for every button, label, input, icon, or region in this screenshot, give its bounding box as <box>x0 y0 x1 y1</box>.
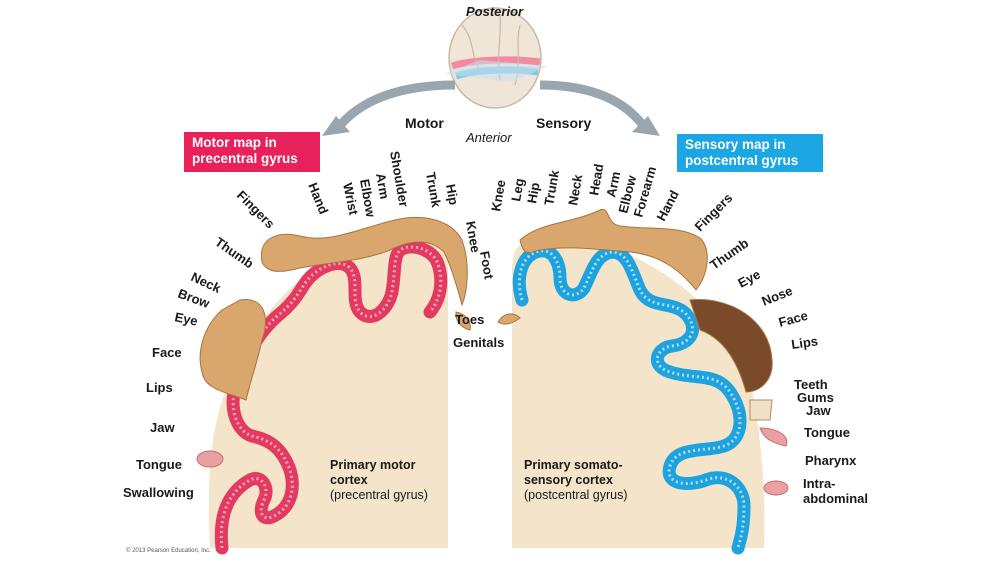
sensory-label-face: Face <box>777 308 810 330</box>
sensory-label-nose: Nose <box>760 283 795 309</box>
motor-label-elbow: Elbow <box>357 178 379 219</box>
label-posterior: Posterior <box>466 4 524 19</box>
motor-label-hip: Hip <box>443 183 461 206</box>
sensory-label-intra: Intra- <box>803 476 836 491</box>
sensory-label-hand: Hand <box>653 188 682 224</box>
sensory-cortex-title-line2: sensory cortex <box>524 473 613 487</box>
sensory-label-fingers: Fingers <box>692 190 736 234</box>
motor-label-face: Face <box>152 345 182 360</box>
motor-arrow <box>334 80 456 131</box>
sensory-label-tongue: Tongue <box>804 425 850 440</box>
motor-label-trunk: Trunk <box>423 171 444 209</box>
sensory-map-title: Sensory map in postcentral gyrus <box>677 134 823 172</box>
sensory-cortex-title-line1: Primary somato- <box>524 458 623 472</box>
sensory-label-lips: Lips <box>790 333 819 352</box>
sensory-label-hip: Hip <box>524 181 542 204</box>
motor-label-lips: Lips <box>146 380 173 395</box>
sensory-homunculus <box>497 208 789 496</box>
sensory-cortex-subtitle: (postcentral gyrus) <box>524 488 628 502</box>
motor-label-genitals: Genitals <box>453 335 504 350</box>
motor-map-title-line2: precentral gyrus <box>192 151 298 166</box>
sensory-label-head: Head <box>586 163 606 197</box>
motor-arrow-head <box>322 116 350 136</box>
copyright-notice: © 2013 Pearson Education, Inc. <box>126 548 211 554</box>
sensory-label-teeth: Teeth <box>794 377 828 392</box>
motor-label-eye: Eye <box>173 309 199 328</box>
motor-label-hand: Hand <box>305 181 331 217</box>
motor-homunculus <box>196 217 471 468</box>
sensory-label-arm: Arm <box>603 170 623 199</box>
sensory-label-abdominal: abdominal <box>803 491 868 506</box>
sensory-map-title-line1: Sensory map in <box>685 137 786 152</box>
sensory-label-gums: Gums <box>797 390 834 405</box>
sensory-arrow <box>539 80 649 131</box>
sensory-arrow-head <box>632 116 660 136</box>
motor-label-knee: Knee <box>463 220 483 254</box>
motor-cortex-title-line2: cortex <box>330 473 368 487</box>
motor-label-toes: Toes <box>455 312 484 327</box>
sensory-map-title-line2: postcentral gyrus <box>685 153 799 168</box>
label-anterior: Anterior <box>465 130 512 145</box>
primary-motor-cortex-label: Primary motor cortex (precentral gyrus) <box>330 458 450 503</box>
motor-label-jaw: Jaw <box>150 420 175 435</box>
sensory-label-thumb: Thumb <box>707 235 751 272</box>
motor-cortex-title-line1: Primary motor <box>330 458 416 472</box>
motor-label-tongue: Tongue <box>136 457 182 472</box>
motor-label-foot: Foot <box>477 250 497 281</box>
motor-label-thumb: Thumb <box>212 234 256 271</box>
primary-sensory-cortex-label: Primary somato- sensory cortex (postcent… <box>524 458 654 503</box>
motor-label-arm: Arm <box>373 172 392 200</box>
sensory-label-trunk: Trunk <box>541 168 562 206</box>
label-motor: Motor <box>405 115 444 131</box>
motor-label-swallowing: Swallowing <box>123 485 194 500</box>
motor-label-wrist: Wrist <box>340 182 362 217</box>
motor-label-fingers: Fingers <box>234 188 278 232</box>
sensory-label-eye: Eye <box>735 267 762 291</box>
motor-cortex-subtitle: (precentral gyrus) <box>330 488 428 502</box>
sensory-label-neck: Neck <box>565 173 585 207</box>
sensory-label-pharynx: Pharynx <box>805 453 857 468</box>
sensory-label-knee: Knee <box>488 179 508 213</box>
label-sensory: Sensory <box>536 115 591 131</box>
motor-label-shoulder: Shoulder <box>387 150 412 208</box>
sensory-label-jaw: Jaw <box>806 403 831 418</box>
motor-map-title: Motor map in precentral gyrus <box>184 132 320 172</box>
brain-icon <box>444 7 548 109</box>
sensory-label-leg: Leg <box>508 177 527 202</box>
motor-map-title-line1: Motor map in <box>192 135 277 150</box>
